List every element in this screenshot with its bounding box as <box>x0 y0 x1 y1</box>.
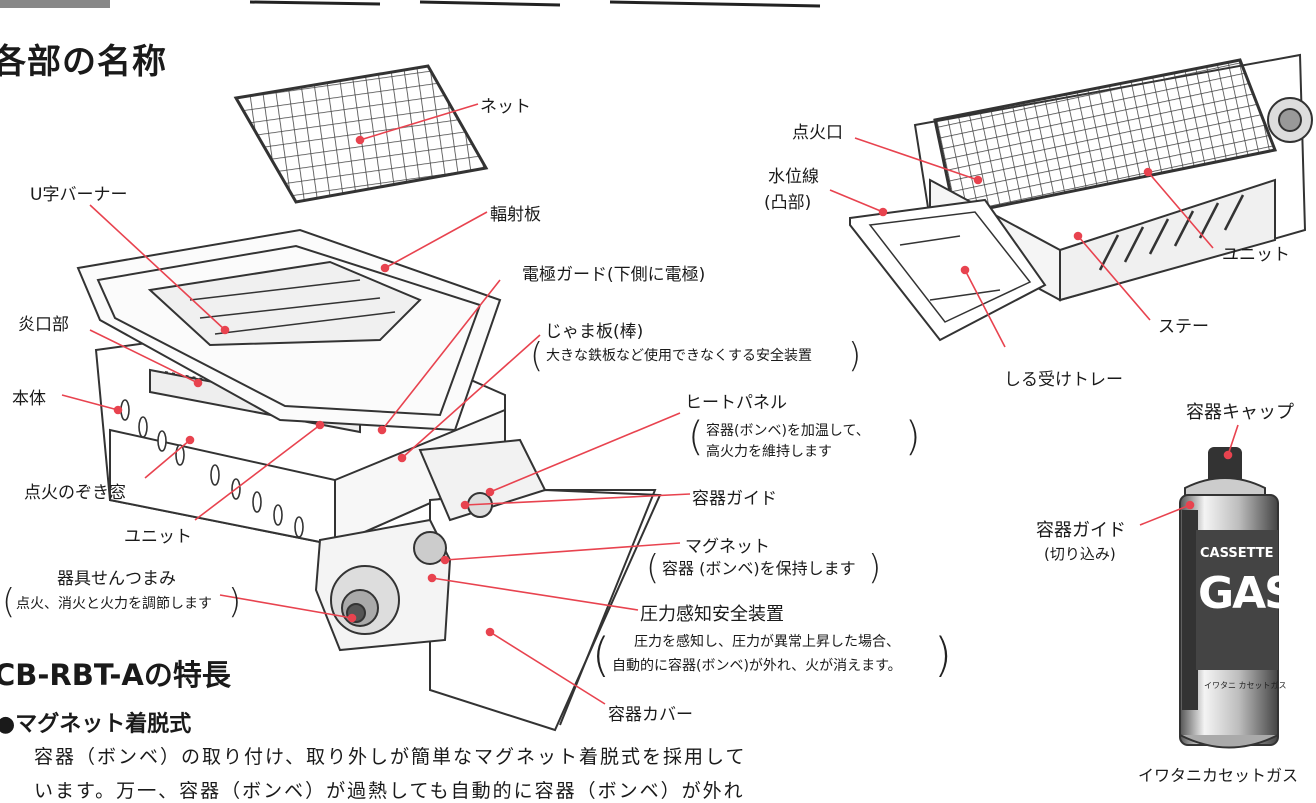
blocker-note-paren-open: ( <box>530 336 544 376</box>
label-unit: ユニット <box>124 527 192 547</box>
knob-note: 点火、消火と火力を調節します <box>16 596 212 612</box>
label-container-guide: 容器ガイド <box>692 489 777 509</box>
pressure-note-paren-open: ( <box>592 628 610 682</box>
can-brand-vertical: Iwatani <box>1163 560 1178 615</box>
magnet-note-paren-close: ) <box>868 548 882 588</box>
gas-can-illustration <box>1179 447 1279 749</box>
blocker-note: 大きな鉄板など使用できなくする安全装置 <box>546 348 812 364</box>
label-blocker: じゃま板(棒) <box>545 322 644 342</box>
heat-note-paren-close: ) <box>905 414 921 460</box>
magnet-note: 容器 (ボンベ)を保持します <box>662 559 856 578</box>
knob-note-paren-open: ( <box>2 582 16 622</box>
label-knob: 器具せんつまみ <box>57 569 176 589</box>
heat-panel-note-2: 高火力を維持します <box>706 444 832 460</box>
knob-note-paren-close: ) <box>228 582 242 622</box>
label-flame-port: 炎口部 <box>18 315 69 335</box>
pressure-note-paren-close: ) <box>934 628 952 682</box>
label-stay: ステー <box>1158 317 1209 337</box>
heat-panel-note-1: 容器(ボンベ)を加温して、 <box>706 423 870 439</box>
label-ignition-port: 点火口 <box>792 123 843 143</box>
label-water-line-sub: (凸部) <box>764 193 812 213</box>
label-unit-right: ユニット <box>1222 245 1290 265</box>
blocker-note-paren-close: ) <box>848 336 862 376</box>
magnet-section-heading: ●マグネット着脱式 <box>0 712 192 737</box>
right-grill-illustration <box>849 53 1313 342</box>
label-guide-right: 容器ガイド <box>1036 520 1126 541</box>
body-line-1: 容器（ボンベ）の取り付け、取り外しが簡単なマグネット着脱式を採用して <box>34 746 747 768</box>
parts-heading: 各部の名称 <box>0 42 167 82</box>
label-net: ネット <box>480 97 531 117</box>
heat-note-paren-open: ( <box>688 414 704 460</box>
label-guide-right-note: (切り込み) <box>1044 545 1116 563</box>
label-container-cover: 容器カバー <box>608 705 693 725</box>
label-radiant-plate: 輻射板 <box>490 205 541 225</box>
pressure-note-1: 圧力を感知し、圧力が異常上昇した場合、 <box>634 634 900 650</box>
label-electrode-guard: 電極ガード(下側に電極) <box>522 265 706 285</box>
label-ignition-window: 点火のぞき窓 <box>24 483 126 503</box>
label-gas-caption: イワタニカセットガス <box>1138 766 1299 785</box>
label-cap: 容器キャップ <box>1186 402 1294 423</box>
label-water-line: 水位線 <box>768 167 819 187</box>
top-banner <box>0 0 821 8</box>
features-heading: CB-RBT-Aの特長 <box>0 658 231 692</box>
leader-lines <box>61 103 1239 705</box>
label-heat-panel: ヒートパネル <box>685 393 787 413</box>
can-small-label: イワタニ カセットガス <box>1204 681 1287 690</box>
label-magnet: マグネット <box>685 537 770 557</box>
label-u-burner: U字バーナー <box>30 185 128 205</box>
can-big-text: GAS <box>1198 568 1296 619</box>
pressure-note-2: 自動的に容器(ボンベ)が外れ、火が消えます。 <box>612 658 902 674</box>
label-pressure-device: 圧力感知安全装置 <box>640 604 784 625</box>
label-main-body: 本体 <box>12 389 46 409</box>
left-grill-illustration <box>76 64 662 732</box>
magnet-note-paren-open: ( <box>646 548 660 588</box>
can-top-text: CASSETTE <box>1200 546 1274 561</box>
label-drip-tray: しる受けトレー <box>1004 370 1123 390</box>
